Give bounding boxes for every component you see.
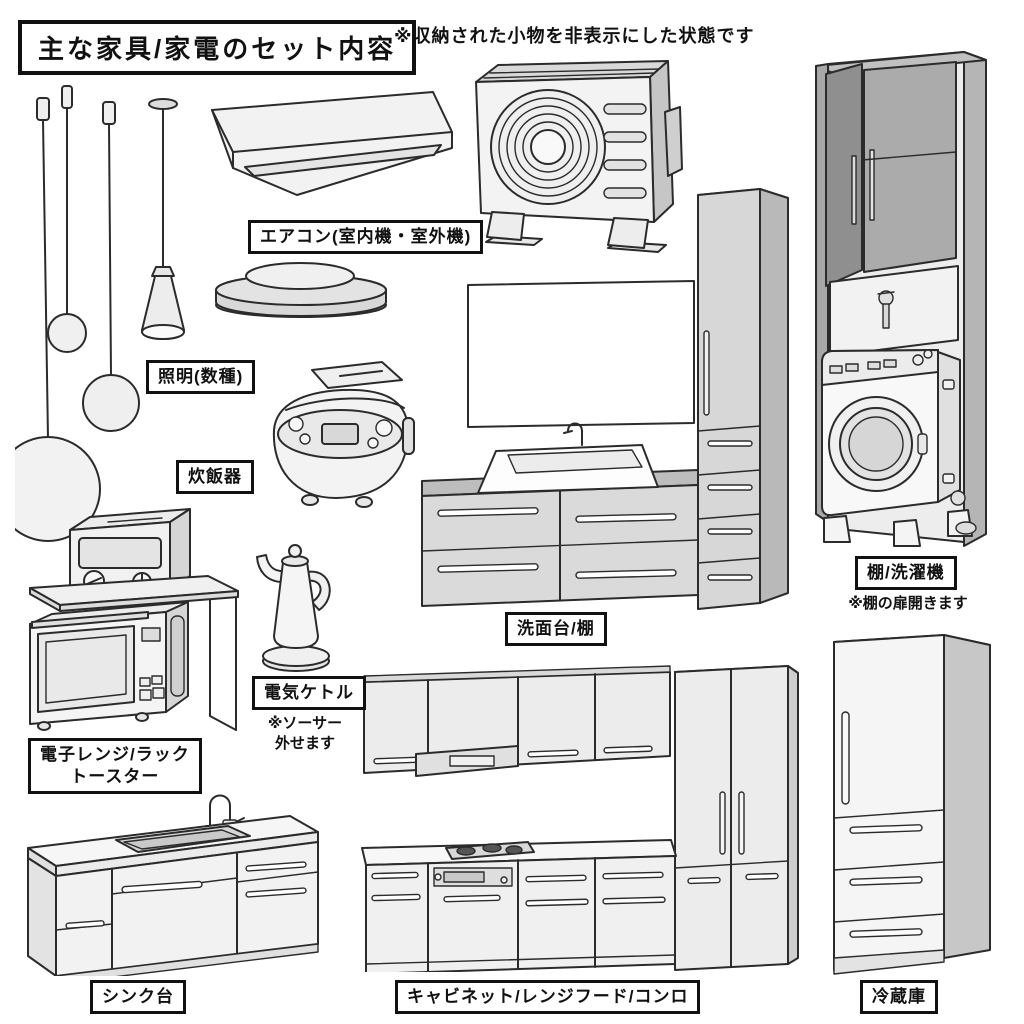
ceiling-light <box>212 248 390 320</box>
shelf-washer <box>806 50 990 552</box>
label-kitchen: キャビネット/レンジフード/コンロ <box>395 980 701 1015</box>
pendant-lights <box>0 82 195 542</box>
ceiling-light-illustration <box>215 262 387 318</box>
shelf-washer-illustration <box>815 51 987 547</box>
label-kettle: 電気ケトル <box>252 676 366 711</box>
kitchen-cabinet-illustration <box>361 665 799 975</box>
pendant-lights-illustration <box>0 85 185 542</box>
aircon-outdoor-unit <box>462 52 687 257</box>
note-washer: ※棚の扉開きます <box>848 595 968 612</box>
label-microwave: 電子レンジ/ラック トースター <box>28 738 202 795</box>
refrigerator <box>828 628 1000 976</box>
kitchen-cabinet-unit <box>358 652 800 975</box>
label-washer: 棚/洗濯機 <box>855 556 957 591</box>
hidden-items-note: ※収納された小物を非表示にした状態です <box>394 26 755 46</box>
microwave-rack-toaster-illustration <box>29 508 239 731</box>
microwave-rack-toaster <box>22 498 246 740</box>
aircon-outdoor-illustration <box>475 60 683 253</box>
label-sink: シンク台 <box>90 980 186 1015</box>
label-aircon: エアコン(室内機・室外機) <box>248 220 484 255</box>
washbasin-shelf-illustration <box>421 188 789 610</box>
sink-counter <box>22 786 324 985</box>
refrigerator-illustration <box>833 634 991 975</box>
aircon-indoor-unit <box>205 88 455 203</box>
note-kettle: ※ソーサー 外せます <box>267 715 343 753</box>
sink-counter-illustration <box>27 794 319 985</box>
aircon-indoor-illustration <box>211 91 453 196</box>
label-rice-cooker: 炊飯器 <box>176 460 254 495</box>
label-washbasin: 洗面台/棚 <box>505 612 607 647</box>
electric-kettle-illustration <box>256 544 331 672</box>
electric-kettle <box>236 540 356 674</box>
label-fridge: 冷蔵庫 <box>860 980 938 1015</box>
rice-cooker <box>252 352 422 512</box>
page-title: 主な家具/家電のセット内容 <box>18 20 417 75</box>
rice-cooker-illustration <box>272 361 415 508</box>
label-lighting: 照明(数種) <box>146 360 256 395</box>
washbasin-shelf <box>418 183 796 617</box>
